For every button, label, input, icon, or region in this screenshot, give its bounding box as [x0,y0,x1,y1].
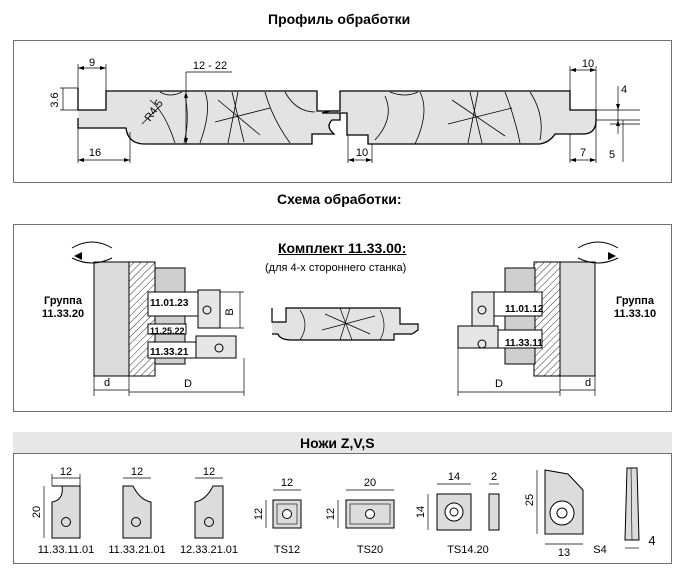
dim-12-22: 12 - 22 [193,60,227,72]
kit-title: Комплект 11.33.00: [278,240,407,256]
knife-holder-height: 25 [524,494,536,506]
label-11-33-21: 11.33.21 [150,347,189,358]
knife-ts20-height: 12 [325,508,337,520]
knife-1-code: 11.33.11.01 [38,544,94,556]
dim-3-6: 3.6 [49,92,61,107]
knife-holder-width: 13 [558,547,570,559]
knife-1-height: 20 [31,506,43,518]
dim-16: 16 [89,147,101,159]
label-11-01-23: 11.01.23 [150,298,189,309]
label-11-33-11: 11.33.11 [505,338,543,349]
knife-ts14-height: 14 [415,506,427,518]
dim-10-right: 10 [582,58,594,70]
knife-ts14-width: 14 [448,471,460,483]
knife-2-width: 12 [131,466,143,478]
knife-1-width: 12 [60,466,72,478]
knife-s4-thickness: 4 [648,533,655,548]
knife-3-code: 12.33.21.01 [180,544,238,556]
knife-ts14-thickness: 2 [491,471,497,483]
knife-ts20-code: TS20 [357,544,383,556]
label-11-01-12: 11.01.12 [505,304,544,315]
profile-drawing: 9 3.6 16 12 - 22 R4.5 10 10 7 4 5 [49,57,640,163]
dim-5: 5 [609,149,615,161]
dim-D-left: D [184,378,192,390]
dim-10-mid: 10 [356,147,368,159]
knives-header [13,432,672,454]
kit-subtitle: (для 4-х стороннего станка) [265,262,407,274]
dim-7: 7 [580,147,586,159]
dim-4: 4 [621,84,627,96]
profile-title: Профиль обработки [268,11,411,27]
dim-d-right: d [585,377,591,389]
knife-3-width: 12 [203,466,215,478]
knife-ts14-code: TS14.20 [447,544,489,556]
knife-ts12-code: TS12 [274,544,300,556]
knife-ts20-width: 20 [364,477,376,489]
knife-2-code: 11.33.21.01 [108,544,165,556]
scheme-title: Схема обработки: [277,191,402,207]
dim-D-right: D [495,378,503,390]
dim-d-left: d [104,377,110,389]
scheme-drawing: 11.01.23 11.25.22 11.33.21 11.01.12 11.3… [71,241,619,396]
dim-9: 9 [89,57,95,69]
knife-ts12-height: 12 [253,508,265,520]
knives-title: Ножи Z,V,S [300,435,375,451]
knife-ts12-width: 12 [281,477,293,489]
label-11-25-22: 11.25.22 [150,326,185,336]
knife-s4-code: S4 [593,544,606,556]
right-board [321,90,597,145]
dim-b: B [224,308,236,315]
